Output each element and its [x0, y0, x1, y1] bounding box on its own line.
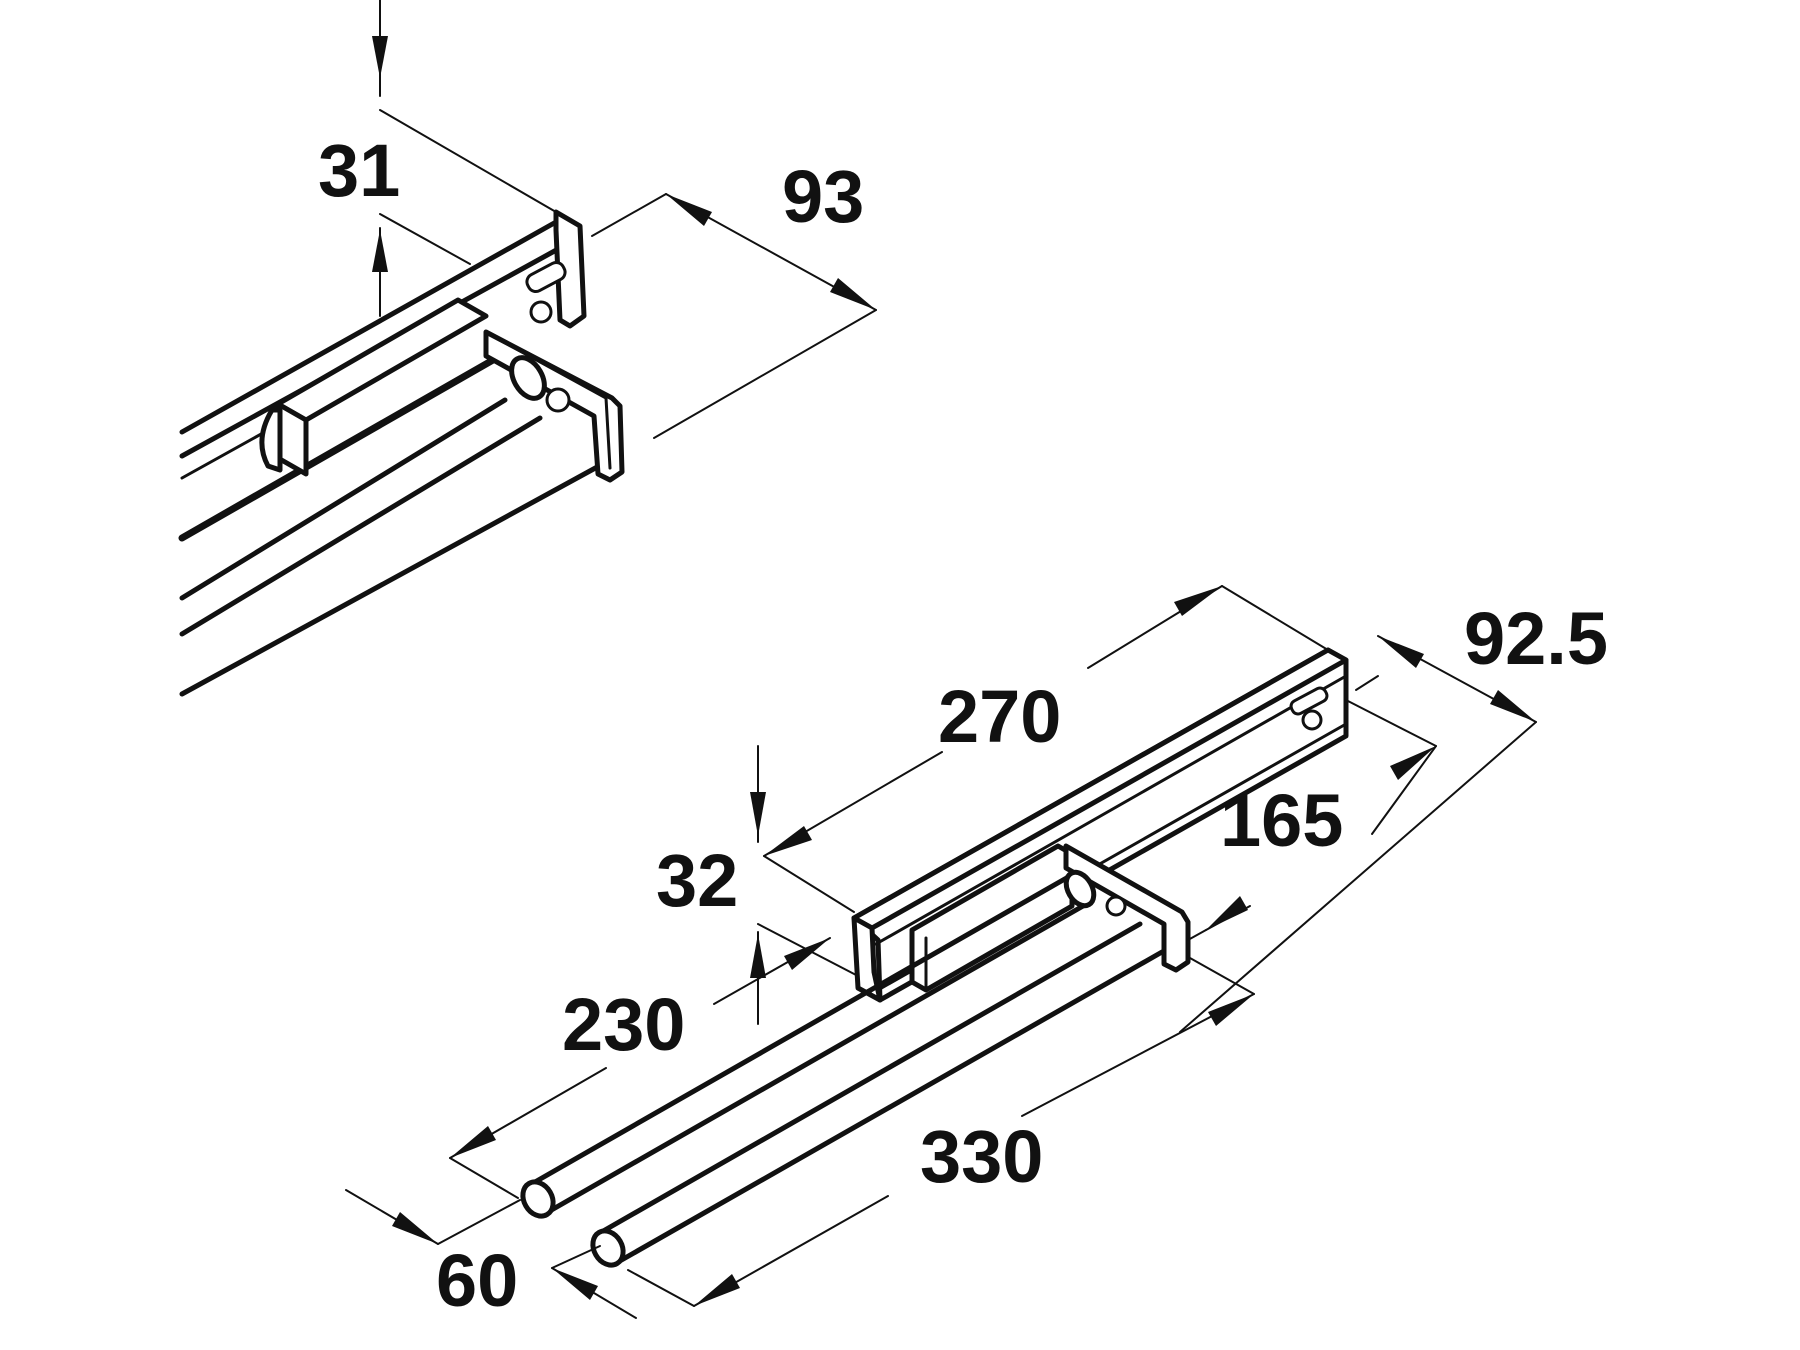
- dim-92-5-arrow-top: [1378, 636, 1424, 668]
- dim-31-extension-bottom: [379, 213, 471, 265]
- dim-330-extension-left: [627, 1269, 695, 1307]
- dim-92-5-extension-top: [1355, 675, 1379, 691]
- dim-92-5-arrow-bottom: [1490, 690, 1536, 722]
- dim-60-arrow-top: [392, 1212, 438, 1244]
- dim-93-extension-bottom: [653, 309, 877, 439]
- rail-edge: [179, 219, 559, 435]
- rail-pin-icon: [1301, 709, 1323, 731]
- dim-330-extension-right: [1189, 957, 1255, 995]
- dim-93-arrow-bottom: [830, 278, 876, 310]
- towel-rail-unit: 270 32 92.5 165 230: [345, 585, 1608, 1322]
- dim-60-arrow-bottom: [552, 1268, 598, 1300]
- dim-31-arrow-bottom: [372, 230, 388, 272]
- dim-165-dimline-right: [1371, 745, 1437, 835]
- dim-165-extension-bottom: [1187, 929, 1207, 941]
- rail-slot-icon: [1289, 686, 1329, 716]
- dim-165-extension-top: [1345, 699, 1437, 747]
- rod-inner-end-icon: [520, 1179, 556, 1219]
- rod-outer-bottom: [615, 949, 1165, 1265]
- bracket-hole-icon: [1105, 895, 1127, 917]
- front-bracket-inner: [498, 338, 612, 470]
- dim-270-arrow-left: [764, 826, 812, 856]
- rail-end-cap: [553, 209, 587, 329]
- rail-groove: [874, 674, 1348, 946]
- dim-230-label: 230: [562, 983, 685, 1066]
- rod-end-icon: [509, 355, 547, 401]
- rod-outer-end-icon: [590, 1228, 626, 1268]
- dim-60-label: 60: [436, 1239, 518, 1322]
- dim-31-label: 31: [318, 129, 400, 212]
- rod-inner: [520, 869, 1097, 1219]
- rod-bracket: [1063, 843, 1191, 973]
- dim-230-extension-left: [449, 1157, 519, 1199]
- slot-icon: [525, 260, 567, 294]
- rod-outer-top: [595, 921, 1143, 1237]
- dim-93-label: 93: [782, 155, 864, 238]
- dim-92-5-extension-bottom: [1179, 721, 1537, 1033]
- dim-60-extension-bottom: [551, 1245, 601, 1269]
- dim-32-arrow-top: [750, 792, 766, 836]
- dim-93-arrow-top: [666, 194, 712, 226]
- dim-31-extension-top: [379, 109, 557, 213]
- dim-270-extension-left: [763, 855, 855, 913]
- bracket-hole-icon: [545, 387, 571, 413]
- dim-60-extension-top: [437, 1199, 521, 1245]
- dim-165-arrow-right: [1390, 746, 1436, 780]
- rod-outer: [590, 921, 1165, 1268]
- dim-165-label: 165: [1220, 779, 1343, 862]
- dim-330-arrow-right: [1208, 994, 1254, 1026]
- dim-270-arrow-right: [1174, 586, 1222, 616]
- dim-92-5-label: 92.5: [1464, 597, 1608, 680]
- dim-165-arrow-left: [1206, 896, 1248, 930]
- rod-inner-bottom: [545, 899, 1093, 1215]
- rod-edge: [179, 415, 543, 637]
- rail-bottom: [178, 352, 504, 542]
- dim-93-extension-top: [591, 193, 667, 237]
- dim-230-arrow-left: [450, 1126, 496, 1158]
- dim-270-label: 270: [938, 675, 1061, 758]
- carriage-roller: [259, 407, 283, 473]
- dim-330-arrow-left: [694, 1274, 740, 1306]
- dim-32-arrow-bottom: [750, 934, 766, 978]
- pin-icon: [529, 300, 553, 324]
- rod-edge: [179, 457, 613, 697]
- dim-270-extension-right: [1221, 585, 1329, 651]
- installed-assembly: 31 93: [178, 0, 877, 697]
- dim-230-arrow-right: [784, 938, 830, 970]
- dim-330-label: 330: [920, 1115, 1043, 1198]
- rod-edge: [179, 397, 508, 601]
- dim-31-arrow-top: [372, 36, 388, 78]
- rod-inner-top: [525, 873, 1073, 1189]
- rod-inner-mount-icon: [1063, 869, 1097, 909]
- dim-32-label: 32: [656, 839, 738, 922]
